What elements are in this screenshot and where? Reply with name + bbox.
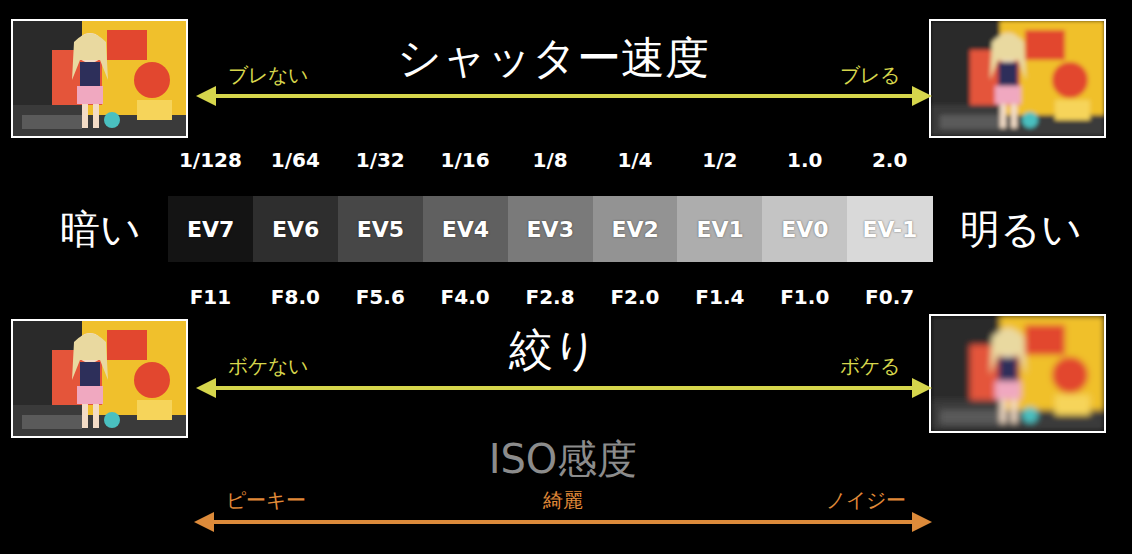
ev-cell: EV2 (593, 196, 678, 262)
ev-label: EV-1 (862, 217, 917, 242)
ev-label: EV2 (612, 217, 659, 242)
axis-end-label: ボケる (840, 355, 900, 378)
shutter-value: 2.0 (872, 149, 907, 172)
ev-label: EV6 (272, 217, 319, 242)
axis-mid-label: 綺麗 (543, 489, 583, 512)
shutter-value: 1/64 (271, 149, 320, 172)
ev-label: EV3 (527, 217, 574, 242)
arrow-head (194, 512, 214, 532)
axis-end-label: ブレない (228, 64, 308, 87)
ev-cell: EV1 (677, 196, 762, 262)
ev-cell: EV-1 (847, 196, 932, 262)
arrow-head (912, 512, 932, 532)
ev-cell: EV0 (762, 196, 847, 262)
ev-cell: EV5 (338, 196, 423, 262)
arrow-head (196, 86, 216, 106)
arrow-head (912, 86, 932, 106)
photo-bokeh (930, 315, 1105, 432)
arrow-head (912, 378, 932, 398)
aperture-value: F11 (190, 286, 232, 309)
photo-frame (930, 315, 1105, 432)
shutter-value: 1.0 (787, 149, 822, 172)
photo-blurred (930, 20, 1105, 137)
double-arrow-line (210, 520, 918, 524)
axis-end-label: ブレる (840, 64, 900, 87)
photo-frame (930, 20, 1105, 137)
ev-label: EV5 (357, 217, 404, 242)
axis-title: ISO感度 (489, 436, 638, 482)
shutter-value: 1/2 (702, 149, 737, 172)
aperture-value: F8.0 (271, 286, 320, 309)
aperture-value: F5.6 (356, 286, 405, 309)
ev-cell: EV6 (253, 196, 338, 262)
axis-end-label: ピーキー (226, 489, 306, 512)
shutter-value: 1/8 (532, 149, 567, 172)
brightness-label: 明るい (960, 206, 1082, 252)
shutter-value: 1/16 (441, 149, 490, 172)
ev-cell: EV3 (508, 196, 593, 262)
photo-sharp (12, 20, 187, 137)
double-arrow-line (210, 94, 918, 98)
axis-end-label: ノイジー (826, 489, 906, 512)
shutter-value: 1/32 (356, 149, 405, 172)
shutter-value: 1/128 (179, 149, 242, 172)
photo-frame (12, 320, 187, 437)
aperture-value: F1.0 (780, 286, 829, 309)
ev-cell: EV7 (168, 196, 253, 262)
aperture-value: F2.0 (610, 286, 659, 309)
shutter-value: 1/4 (617, 149, 652, 172)
aperture-value: F0.7 (865, 286, 914, 309)
ev-label: EV0 (781, 217, 828, 242)
axis-title: シャッター速度 (397, 33, 709, 84)
aperture-value: F1.4 (695, 286, 744, 309)
double-arrow-line (210, 386, 918, 390)
ev-label: EV7 (187, 217, 234, 242)
arrow-head (196, 378, 216, 398)
brightness-label: 暗い (60, 206, 141, 252)
photo-frame (12, 20, 187, 137)
axis-title: 絞り (509, 325, 598, 376)
ev-label: EV4 (442, 217, 489, 242)
ev-cell: EV4 (423, 196, 508, 262)
photo-sharp (12, 320, 187, 437)
ev-label: EV1 (696, 217, 743, 242)
aperture-value: F2.8 (526, 286, 575, 309)
aperture-value: F4.0 (441, 286, 490, 309)
axis-end-label: ボケない (228, 355, 308, 378)
